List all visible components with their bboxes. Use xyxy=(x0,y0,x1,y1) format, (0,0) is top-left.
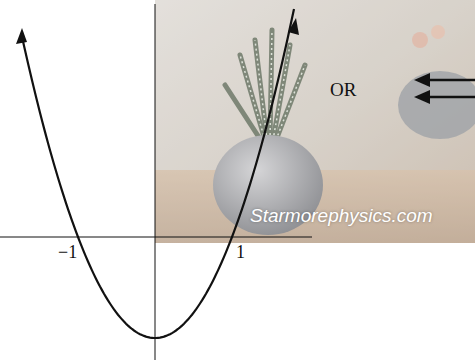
watermark: Starmorephysics.com xyxy=(250,206,433,225)
axis-tick-label: −1 xyxy=(58,243,77,261)
photo-plant xyxy=(225,30,305,142)
or-text: OR xyxy=(330,80,356,99)
photo-pot-back xyxy=(398,71,475,139)
curve-arrowhead xyxy=(288,18,299,35)
left-arrows xyxy=(428,80,475,97)
parabola-curve xyxy=(22,9,294,338)
arrowhead xyxy=(414,73,430,87)
photo-plant-stripes xyxy=(240,30,305,140)
photo-flower xyxy=(412,32,428,48)
x-axis xyxy=(0,237,312,238)
curve-arrowhead xyxy=(16,28,27,44)
axis-tick-label: 1 xyxy=(236,243,245,261)
photo-flower xyxy=(431,25,445,39)
arrowhead xyxy=(414,90,430,104)
y-axis xyxy=(155,4,156,360)
